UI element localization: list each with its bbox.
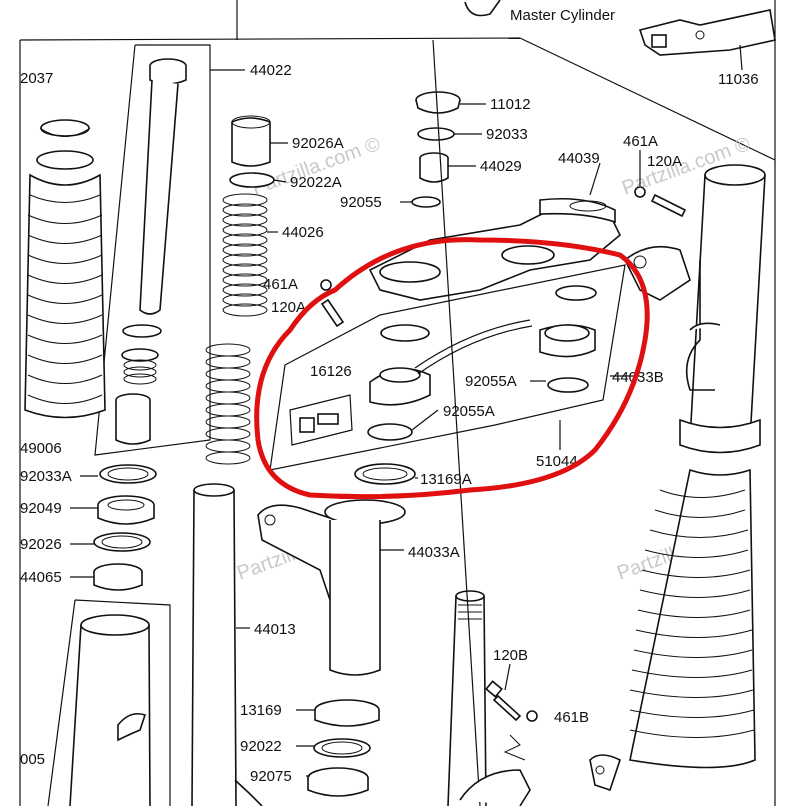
leader-92022A xyxy=(273,179,287,183)
oring-92033 xyxy=(417,127,455,141)
label-461B: 461B xyxy=(554,709,589,726)
lower-bracket-part xyxy=(459,769,531,806)
label-44029: 44029 xyxy=(480,158,522,175)
label-13169: 13169 xyxy=(240,702,282,719)
rubber-boot-left xyxy=(24,119,106,419)
right-fork-assembly xyxy=(589,164,766,792)
label-44022: 44022 xyxy=(250,62,292,79)
fork-bracket-51044 xyxy=(367,285,597,441)
label-13169A: 13169A xyxy=(420,471,472,488)
label-92022: 92022 xyxy=(240,738,282,755)
label-44065: 44065 xyxy=(20,569,62,586)
washer-92022A xyxy=(229,172,275,188)
master-cylinder-label: Master Cylinder xyxy=(510,7,615,24)
label-92075: 92075 xyxy=(250,768,292,785)
bolt-120B xyxy=(485,680,538,722)
ring-13169A xyxy=(354,463,416,485)
steering-stem xyxy=(447,590,487,806)
inner-tube-44022 xyxy=(115,58,187,445)
master-cylinder-part xyxy=(464,0,501,17)
label-51044: 51044 xyxy=(536,453,578,470)
label-120A-top: 120A xyxy=(647,153,682,170)
label-11012: 11012 xyxy=(490,96,531,113)
label-120B: 120B xyxy=(493,647,528,664)
outer-tube-left xyxy=(47,599,171,806)
bracket-11036 xyxy=(638,9,776,71)
label-92055A-left: 92055A xyxy=(443,403,495,420)
spring-44026 xyxy=(205,193,268,465)
label-461A-mid: 461A xyxy=(263,276,298,293)
upper-triple-clamp xyxy=(368,197,621,301)
page-border-top xyxy=(19,37,521,41)
label-92033A: 92033A xyxy=(20,468,72,485)
inner-tube-44013 xyxy=(191,483,237,806)
leader-44039 xyxy=(589,162,601,196)
label-11036: 11036 xyxy=(718,71,759,88)
frame-44022 xyxy=(94,44,211,456)
bolt-120A-mid xyxy=(320,279,345,328)
label-44033A: 44033A xyxy=(408,544,460,561)
center-axis xyxy=(432,39,481,806)
fitting-16126 xyxy=(289,394,353,446)
seal-stack-left xyxy=(93,464,157,591)
highlight-circle xyxy=(254,237,650,500)
label-92033: 92033 xyxy=(486,126,528,143)
leader-120B xyxy=(504,663,511,691)
label-44013: 44013 xyxy=(254,621,296,638)
label-16126: 16126 xyxy=(310,363,352,380)
spacer-92026A xyxy=(231,115,271,167)
lower-clamp-44033A xyxy=(257,499,406,676)
label-005: 005 xyxy=(20,751,45,768)
label-44039: 44039 xyxy=(558,150,600,167)
label-49006: 49006 xyxy=(20,440,62,457)
stem-bracket-link xyxy=(503,734,526,761)
ring-13169A-inner xyxy=(362,467,408,481)
bolt-44029 xyxy=(419,152,449,183)
label-92026A: 92026A xyxy=(292,135,344,152)
page-border-diagonal xyxy=(519,37,776,161)
label-2037: 2037 xyxy=(20,70,53,87)
bearing-stack-lower xyxy=(307,699,380,797)
oring-92055 xyxy=(411,196,441,208)
cap-11012 xyxy=(415,91,461,114)
label-120A-mid: 120A xyxy=(271,299,306,316)
bolt-lower-left xyxy=(234,779,263,806)
label-92055A-right: 92055A xyxy=(465,373,517,390)
bolt-120A-top xyxy=(634,186,687,218)
label-461A-top: 461A xyxy=(623,133,658,150)
label-92022A: 92022A xyxy=(290,174,342,191)
label-44026: 44026 xyxy=(282,224,324,241)
leader-92055A-left xyxy=(411,409,439,431)
label-92055: 92055 xyxy=(340,194,382,211)
label-92026: 92026 xyxy=(20,536,62,553)
label-92049: 92049 xyxy=(20,500,62,517)
